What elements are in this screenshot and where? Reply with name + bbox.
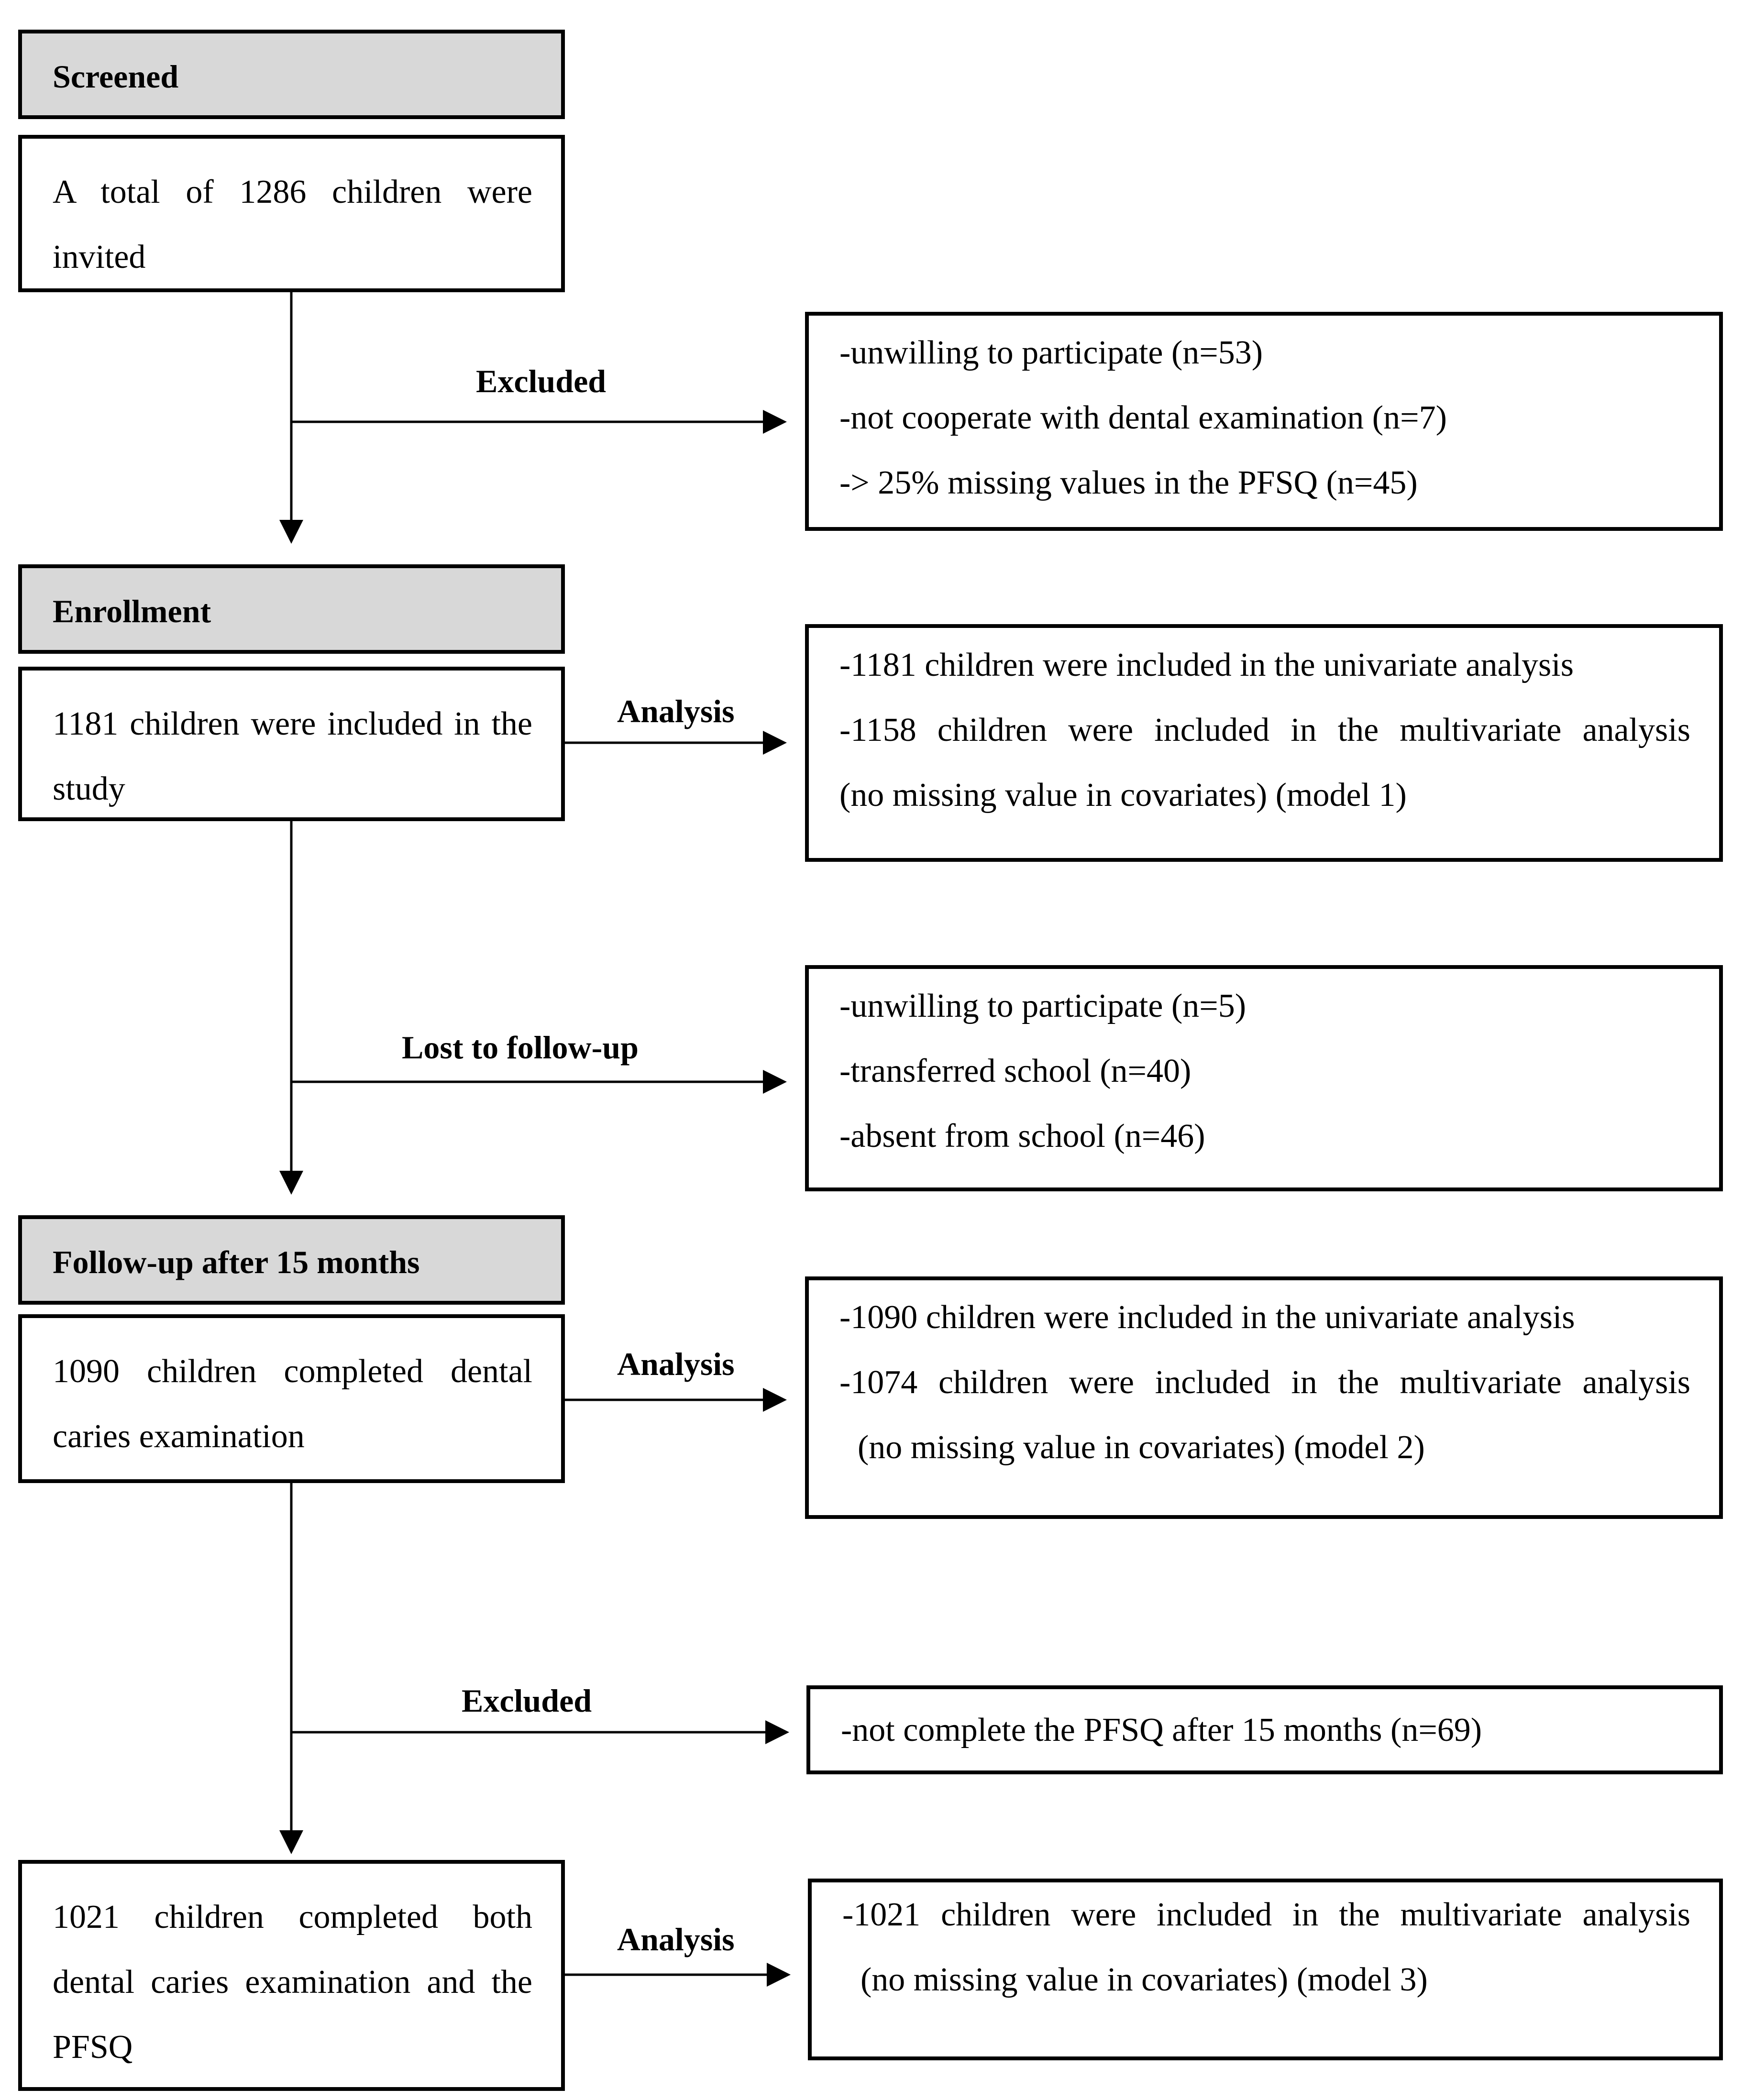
lost-box: -unwilling to participate (n=5) -transfe… [805,965,1723,1191]
lost-item: -unwilling to participate (n=5) [839,988,1247,1024]
analysis-1-item: (no missing value in covariates) (model … [839,777,1407,814]
excluded-1-item: -> 25% missing values in the PFSQ (n=45) [839,464,1418,501]
enrollment-text: 1181 children were included in the study [53,705,532,807]
analysis-1-box: -1181 children were included in the univ… [805,624,1723,862]
analysis-2-item: (no missing value in covariates) (model … [858,1429,1425,1466]
screened-box: A total of 1286 children were invited [18,135,565,292]
followup-box: 1090 children completed dental caries ex… [18,1314,565,1483]
analysis-2-item: -1090 children were included in the univ… [839,1299,1575,1336]
enrollment-header-label: Enrollment [53,593,211,629]
excluded-2-item: -not complete the PFSQ after 15 months (… [841,1712,1482,1748]
analysis-3-box: -1021 children were included in the mult… [808,1879,1723,2060]
excluded-1-label: Excluded [476,363,607,399]
analysis-3-item: (no missing value in covariates) (model … [860,1961,1428,1998]
screened-header-label: Screened [53,58,179,95]
analysis-2-box: -1090 children were included in the univ… [805,1276,1723,1519]
excluded-2-box: -not complete the PFSQ after 15 months (… [806,1685,1723,1774]
analysis-2-label: Analysis [617,1346,735,1382]
followup-header: Follow-up after 15 months [18,1215,565,1305]
followup-text: 1090 children completed dental caries ex… [53,1353,532,1455]
analysis-3-label: Analysis [617,1921,735,1957]
followup-header-label: Follow-up after 15 months [53,1244,420,1280]
final-box: 1021 children completed both dental cari… [18,1860,565,2091]
lost-label: Lost to follow-up [402,1029,639,1066]
screened-header: Screened [18,30,565,119]
enrollment-header: Enrollment [18,564,565,654]
analysis-1-item: -1158 children were included in the mult… [839,712,1690,748]
lost-item: -transferred school (n=40) [839,1053,1191,1089]
analysis-1-label: Analysis [617,693,735,729]
excluded-1-item: -unwilling to participate (n=53) [839,334,1263,371]
screened-text: A total of 1286 children were invited [53,174,532,275]
excluded-2-label: Excluded [462,1682,592,1719]
excluded-1-box: -unwilling to participate (n=53) -not co… [805,312,1723,531]
enrollment-box: 1181 children were included in the study [18,667,565,821]
final-text: 1021 children completed both dental cari… [53,1899,532,2066]
excluded-1-item: -not cooperate with dental examination (… [839,399,1447,436]
analysis-1-item: -1181 children were included in the univ… [839,647,1574,683]
analysis-3-item: -1021 children were included in the mult… [842,1896,1690,1933]
analysis-2-item: -1074 children were included in the mult… [839,1364,1690,1401]
lost-item: -absent from school (n=46) [839,1118,1205,1154]
